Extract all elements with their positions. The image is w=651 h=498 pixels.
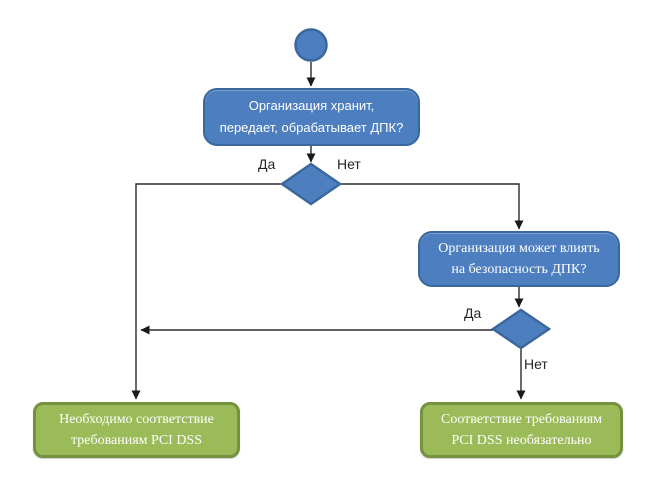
outcome-not-required-line2: PCI DSS необязательно xyxy=(451,433,592,448)
outcome-required-box: Необходимо соответствие требованиям PCI … xyxy=(33,402,240,458)
question1-box: Организация хранит, передает, обрабатыва… xyxy=(203,88,420,146)
decision2-diamond xyxy=(490,308,552,350)
decision1-yes-label: Да xyxy=(258,156,276,172)
start-node-circle xyxy=(294,28,328,62)
question2-box: Организация может влиять на безопасность… xyxy=(418,231,620,287)
edge-decision1-no-to-question2 xyxy=(340,183,524,230)
decision2-yes-label: Да xyxy=(464,305,482,321)
decision1-diamond xyxy=(279,162,343,206)
question1-line1: Организация хранит, xyxy=(248,98,375,113)
outcome-not-required-line1: Соответствие требованиям xyxy=(441,412,602,427)
outcome-not-required-box: Соответствие требованиям PCI DSS необяза… xyxy=(420,402,623,458)
question2-line1: Организация может влиять xyxy=(438,241,600,256)
question1-line2: передает, обрабатывает ДПК? xyxy=(219,120,404,135)
decision1-no-label: Нет xyxy=(337,156,361,172)
outcome-required-line1: Необходимо соответствие xyxy=(59,412,214,427)
question2-line2: на безопасность ДПК? xyxy=(451,262,587,277)
decision2-no-label: Нет xyxy=(524,356,548,372)
edge-decision1-yes-to-outcome-required xyxy=(131,183,282,400)
outcome-required-line2: требованиям PCI DSS xyxy=(70,433,203,448)
